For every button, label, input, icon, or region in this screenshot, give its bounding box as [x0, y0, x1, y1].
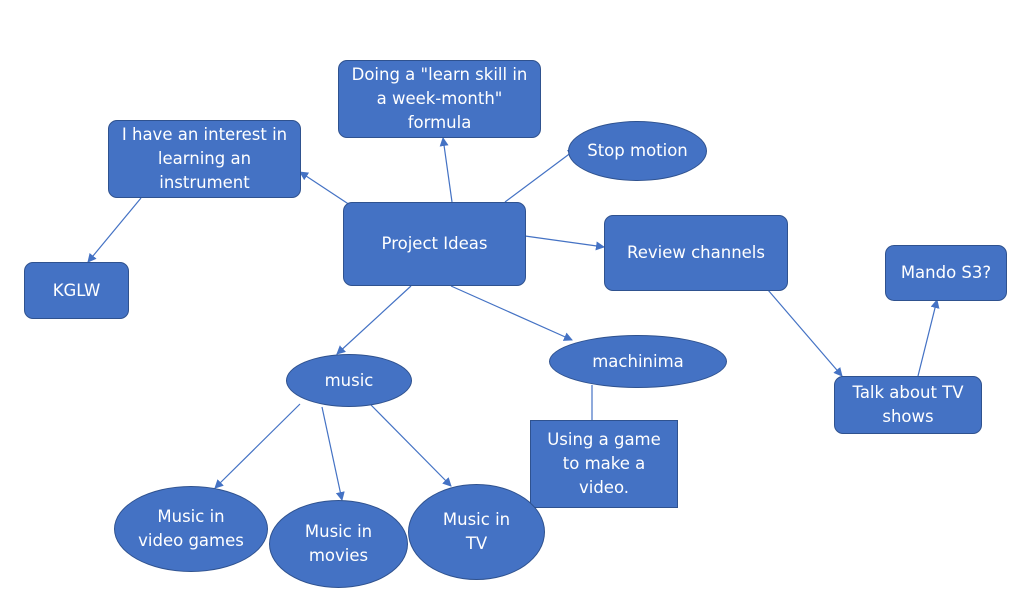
node-music-tv-label: Music in TV: [442, 510, 511, 553]
node-tv-shows-label: Talk about TV shows: [852, 383, 964, 426]
connector-project-to-review-channels: [524, 235, 605, 251]
node-mando[interactable]: Mando S3?: [885, 245, 1007, 301]
node-stop-motion-label: Stop motion: [587, 141, 688, 160]
node-machinima[interactable]: machinima: [549, 335, 727, 388]
node-tv-shows[interactable]: Talk about TV shows: [834, 376, 982, 434]
connector-music-to-video-games: [214, 403, 301, 489]
node-stop-motion[interactable]: Stop motion: [568, 121, 707, 181]
connector-project-to-music: [336, 285, 412, 355]
node-game-video-label: Using a game to make a video.: [547, 430, 661, 497]
connector-tv-shows-to-mando: [917, 299, 940, 377]
connector-review-to-tv-shows: [767, 289, 843, 377]
connector-music-to-tv: [370, 404, 452, 487]
node-instrument-label: I have an interest in learning an instru…: [121, 125, 288, 192]
node-music-video-games-label: Music in video games: [138, 507, 244, 550]
node-kglw[interactable]: KGLW: [24, 262, 129, 319]
node-review-channels[interactable]: Review channels: [604, 215, 788, 291]
connector-music-to-movies: [321, 406, 345, 501]
node-review-channels-label: Review channels: [626, 243, 765, 262]
node-music-movies[interactable]: Music in movies: [269, 500, 408, 588]
connector-project-to-machinima: [450, 285, 573, 341]
node-machinima-label: machinima: [592, 351, 684, 371]
node-mando-label: Mando S3?: [900, 263, 992, 282]
node-music-video-games[interactable]: Music in video games: [114, 486, 268, 572]
node-learn-skill[interactable]: Doing a "learn skill in a week-month" fo…: [338, 60, 541, 138]
connector-project-to-instrument: [299, 171, 351, 206]
node-project-ideas-label: Project Ideas: [381, 234, 488, 253]
connector-project-to-stop-motion: [504, 148, 577, 203]
node-music-tv[interactable]: Music in TV: [408, 484, 545, 580]
node-music-label: music: [324, 370, 374, 390]
node-game-video[interactable]: Using a game to make a video.: [530, 420, 678, 508]
node-music-movies-label: Music in movies: [304, 522, 373, 565]
node-music[interactable]: music: [286, 354, 412, 407]
node-learn-skill-label: Doing a "learn skill in a week-month" fo…: [351, 65, 528, 132]
connector-project-to-learn-skill: [439, 137, 453, 203]
node-kglw-label: KGLW: [52, 280, 101, 300]
node-instrument[interactable]: I have an interest in learning an instru…: [108, 120, 301, 198]
node-project-ideas[interactable]: Project Ideas: [343, 202, 526, 286]
connector-instrument-to-kglw: [87, 197, 142, 263]
